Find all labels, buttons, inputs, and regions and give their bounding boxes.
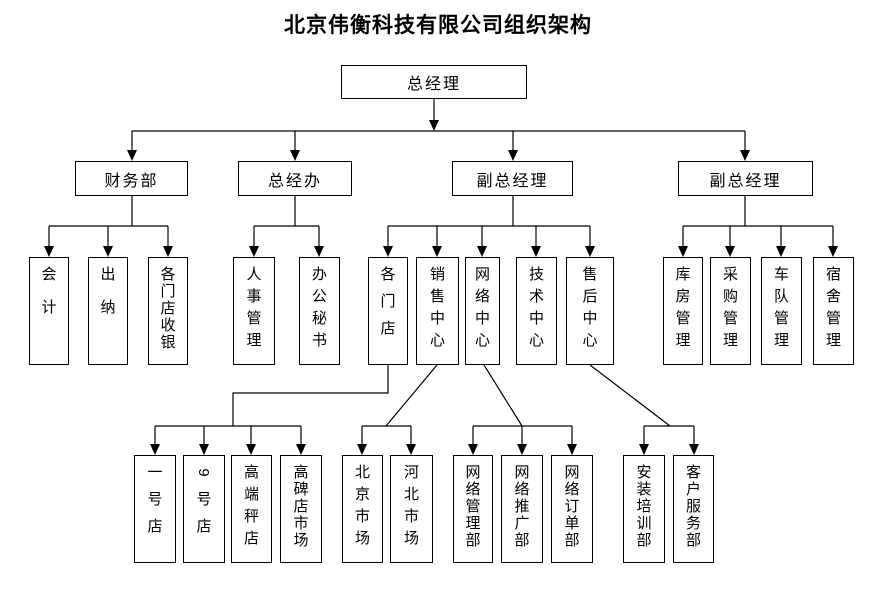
node-network-promotion-dept: 网络推广部 — [501, 455, 543, 563]
node-sales-center: 销售中心 — [416, 257, 459, 365]
node-gaobeidian-market: 高碑店市场 — [280, 455, 322, 563]
node-fleet-mgmt: 车队管理 — [761, 257, 802, 365]
node-dormitory-mgmt: 宿舍管理 — [813, 257, 854, 365]
node-finance-dept: 财务部 — [75, 161, 188, 196]
node-cashier-label: 出纳 — [100, 266, 116, 316]
node-network-promotion-dept-label: 网络推广部 — [514, 464, 530, 549]
node-deputy-gm-1-label: 副总经理 — [476, 172, 549, 190]
node-store-no1-label: 一号店 — [147, 464, 163, 535]
node-after-sales-center-label: 售后中心 — [582, 266, 598, 349]
node-office-secretary: 办公秘书 — [299, 257, 340, 365]
node-deputy-gm-2-label: 副总经理 — [709, 172, 782, 190]
node-customer-service-dept: 客户服务部 — [673, 455, 714, 563]
node-network-admin-dept: 网络管理部 — [453, 455, 493, 563]
node-office-secretary-label: 办公秘书 — [311, 266, 327, 349]
node-general-manager-label: 总经理 — [406, 76, 461, 93]
node-warehouse-mgmt-label: 库房管理 — [675, 266, 691, 349]
node-general-manager: 总经理 — [341, 65, 527, 99]
node-network-order-dept: 网络订单部 — [551, 455, 593, 563]
node-store-cashiers: 各门店收银 — [148, 257, 188, 365]
node-deputy-gm-2: 副总经理 — [678, 161, 813, 196]
node-hr-management: 人事管理 — [233, 257, 275, 365]
node-after-sales-center: 售后中心 — [566, 257, 614, 365]
node-accounting: 会计 — [29, 257, 69, 365]
node-hr-management-label: 人事管理 — [246, 266, 262, 349]
node-highend-scale-store-label: 高端秤店 — [243, 464, 259, 547]
node-store-cashiers-label: 各门店收银 — [160, 266, 176, 351]
node-stores: 各门店 — [368, 257, 408, 365]
node-network-admin-dept-label: 网络管理部 — [465, 464, 481, 549]
node-gaobeidian-market-label: 高碑店市场 — [293, 464, 309, 549]
node-hebei-market: 河北市场 — [390, 455, 433, 563]
node-dormitory-mgmt-label: 宿舍管理 — [825, 266, 841, 349]
node-sales-center-label: 销售中心 — [429, 266, 445, 349]
node-purchasing-mgmt-label: 采购管理 — [722, 266, 738, 349]
node-network-center-label: 网络中心 — [474, 266, 490, 349]
node-accounting-label: 会计 — [41, 266, 57, 316]
node-deputy-gm-1: 副总经理 — [452, 161, 573, 196]
node-network-order-dept-label: 网络订单部 — [564, 464, 580, 549]
node-gm-office-label: 总经办 — [267, 172, 322, 190]
node-highend-scale-store: 高端秤店 — [231, 455, 272, 563]
node-warehouse-mgmt: 库房管理 — [663, 257, 703, 365]
node-tech-center: 技术中心 — [516, 257, 557, 365]
node-tech-center-label: 技术中心 — [528, 266, 544, 349]
node-customer-service-dept-label: 客户服务部 — [685, 464, 701, 549]
node-store-no1: 一号店 — [134, 455, 176, 563]
node-purchasing-mgmt: 采购管理 — [710, 257, 751, 365]
node-gm-office: 总经办 — [238, 161, 352, 196]
node-beijing-market: 北京市场 — [342, 455, 383, 563]
node-installation-training-dept-label: 安装培训部 — [636, 464, 652, 549]
page-title: 北京伟衡科技有限公司组织架构 — [284, 14, 592, 37]
node-network-center: 网络中心 — [465, 257, 500, 365]
node-cashier: 出纳 — [88, 257, 128, 365]
node-finance-dept-label: 财务部 — [104, 172, 159, 190]
node-fleet-mgmt-label: 车队管理 — [773, 266, 789, 349]
node-installation-training-dept: 安装培训部 — [623, 455, 665, 563]
node-beijing-market-label: 北京市场 — [354, 464, 370, 547]
connector-line-path — [48, 99, 834, 446]
node-stores-label: 各门店 — [380, 266, 396, 337]
node-hebei-market-label: 河北市场 — [403, 464, 419, 547]
